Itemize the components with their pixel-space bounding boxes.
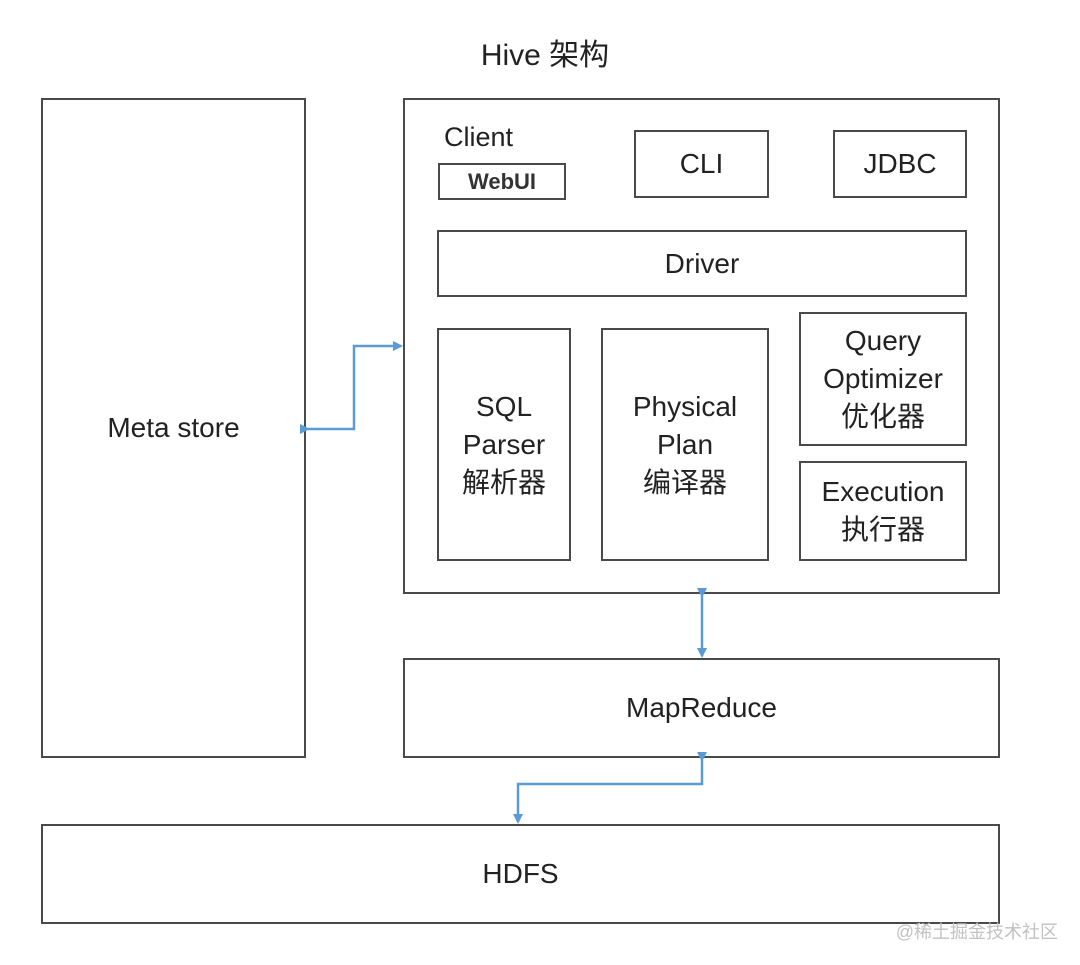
driver-box: Driver [437, 230, 967, 297]
hdfs-label: HDFS [482, 858, 559, 889]
execution-line2: 执行器 [840, 514, 925, 545]
query-optimizer-line2: Optimizer [823, 363, 943, 394]
execution-line1: Execution [821, 476, 945, 507]
cli-label: CLI [679, 148, 724, 179]
mapreduce-label: MapReduce [626, 692, 777, 723]
physical-plan-box: Physical Plan 编译器 [601, 328, 769, 561]
driver-label: Driver [664, 247, 740, 279]
metastore-hive-arrow [300, 341, 403, 434]
sql-parser-line1: SQL [475, 390, 533, 422]
query-optimizer-line3: 优化器 [840, 401, 925, 432]
diagram-title: Hive 架构 [480, 39, 610, 72]
physical-plan-line2: Plan [656, 428, 714, 460]
physical-plan-line1: Physical [632, 390, 738, 422]
jdbc-box: JDBC [833, 130, 967, 198]
webui-box: WebUI [438, 163, 566, 200]
sql-parser-line2: Parser [462, 428, 546, 460]
hdfs-box: HDFS [41, 824, 1000, 924]
physical-plan-line3: 编译器 [642, 466, 727, 498]
query-optimizer-line1: Query [844, 325, 922, 356]
watermark: @稀土掘金技术社区 [895, 922, 1058, 942]
sql-parser-box: SQL Parser 解析器 [437, 328, 571, 561]
client-label: Client [444, 122, 514, 152]
sql-parser-line3: 解析器 [461, 466, 546, 498]
mapreduce-hdfs-arrow [513, 752, 707, 824]
execution-box: Execution 执行器 [799, 461, 967, 561]
metastore-box: Meta store [41, 98, 306, 758]
query-optimizer-box: Query Optimizer 优化器 [799, 312, 967, 446]
jdbc-label: JDBC [863, 148, 937, 179]
metastore-label: Meta store [107, 412, 240, 443]
cli-box: CLI [634, 130, 769, 198]
